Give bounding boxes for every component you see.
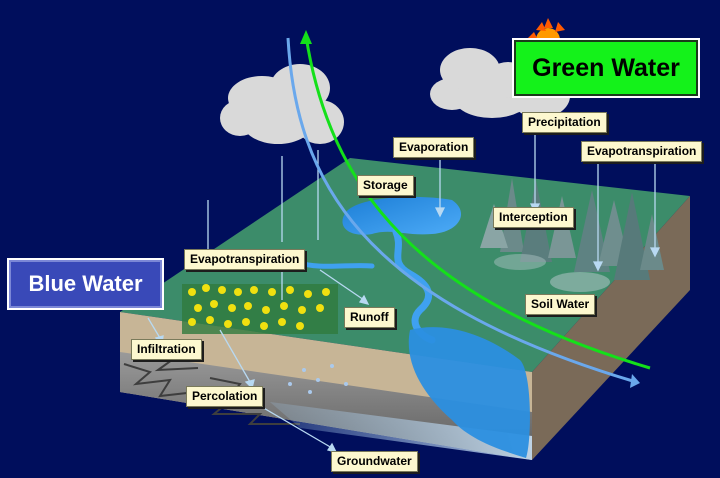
river xyxy=(408,327,530,458)
soil-water-label: Soil Water xyxy=(525,294,596,315)
green-water-arc xyxy=(304,35,651,370)
lake xyxy=(342,196,462,235)
groundwater-layer xyxy=(270,402,532,460)
cloud-icon xyxy=(220,64,344,144)
blue-water-arc xyxy=(286,37,637,384)
flow-arrows xyxy=(147,132,661,453)
runoff-label: Runoff xyxy=(344,307,395,328)
green-water-badge: Green Water xyxy=(512,38,700,98)
evaporation-label: Evaporation xyxy=(393,137,475,158)
crop-field xyxy=(182,284,338,334)
percolation-label: Percolation xyxy=(186,386,264,407)
groundwater-label: Groundwater xyxy=(331,451,418,472)
green-water-arrowhead xyxy=(300,30,312,44)
infiltration-label: Infiltration xyxy=(131,339,202,360)
precipitation-label: Precipitation xyxy=(522,112,607,133)
evapotranspiration-crops-label: Evapotranspiration xyxy=(184,249,306,270)
blue-water-badge: Blue Water xyxy=(7,258,164,310)
evapotranspiration-trees-label: Evapotranspiration xyxy=(581,141,703,162)
percolation-dots xyxy=(288,364,348,394)
interception-label: Interception xyxy=(493,207,574,228)
storage-label: Storage xyxy=(357,175,414,196)
blue-water-arrowhead xyxy=(630,374,640,388)
